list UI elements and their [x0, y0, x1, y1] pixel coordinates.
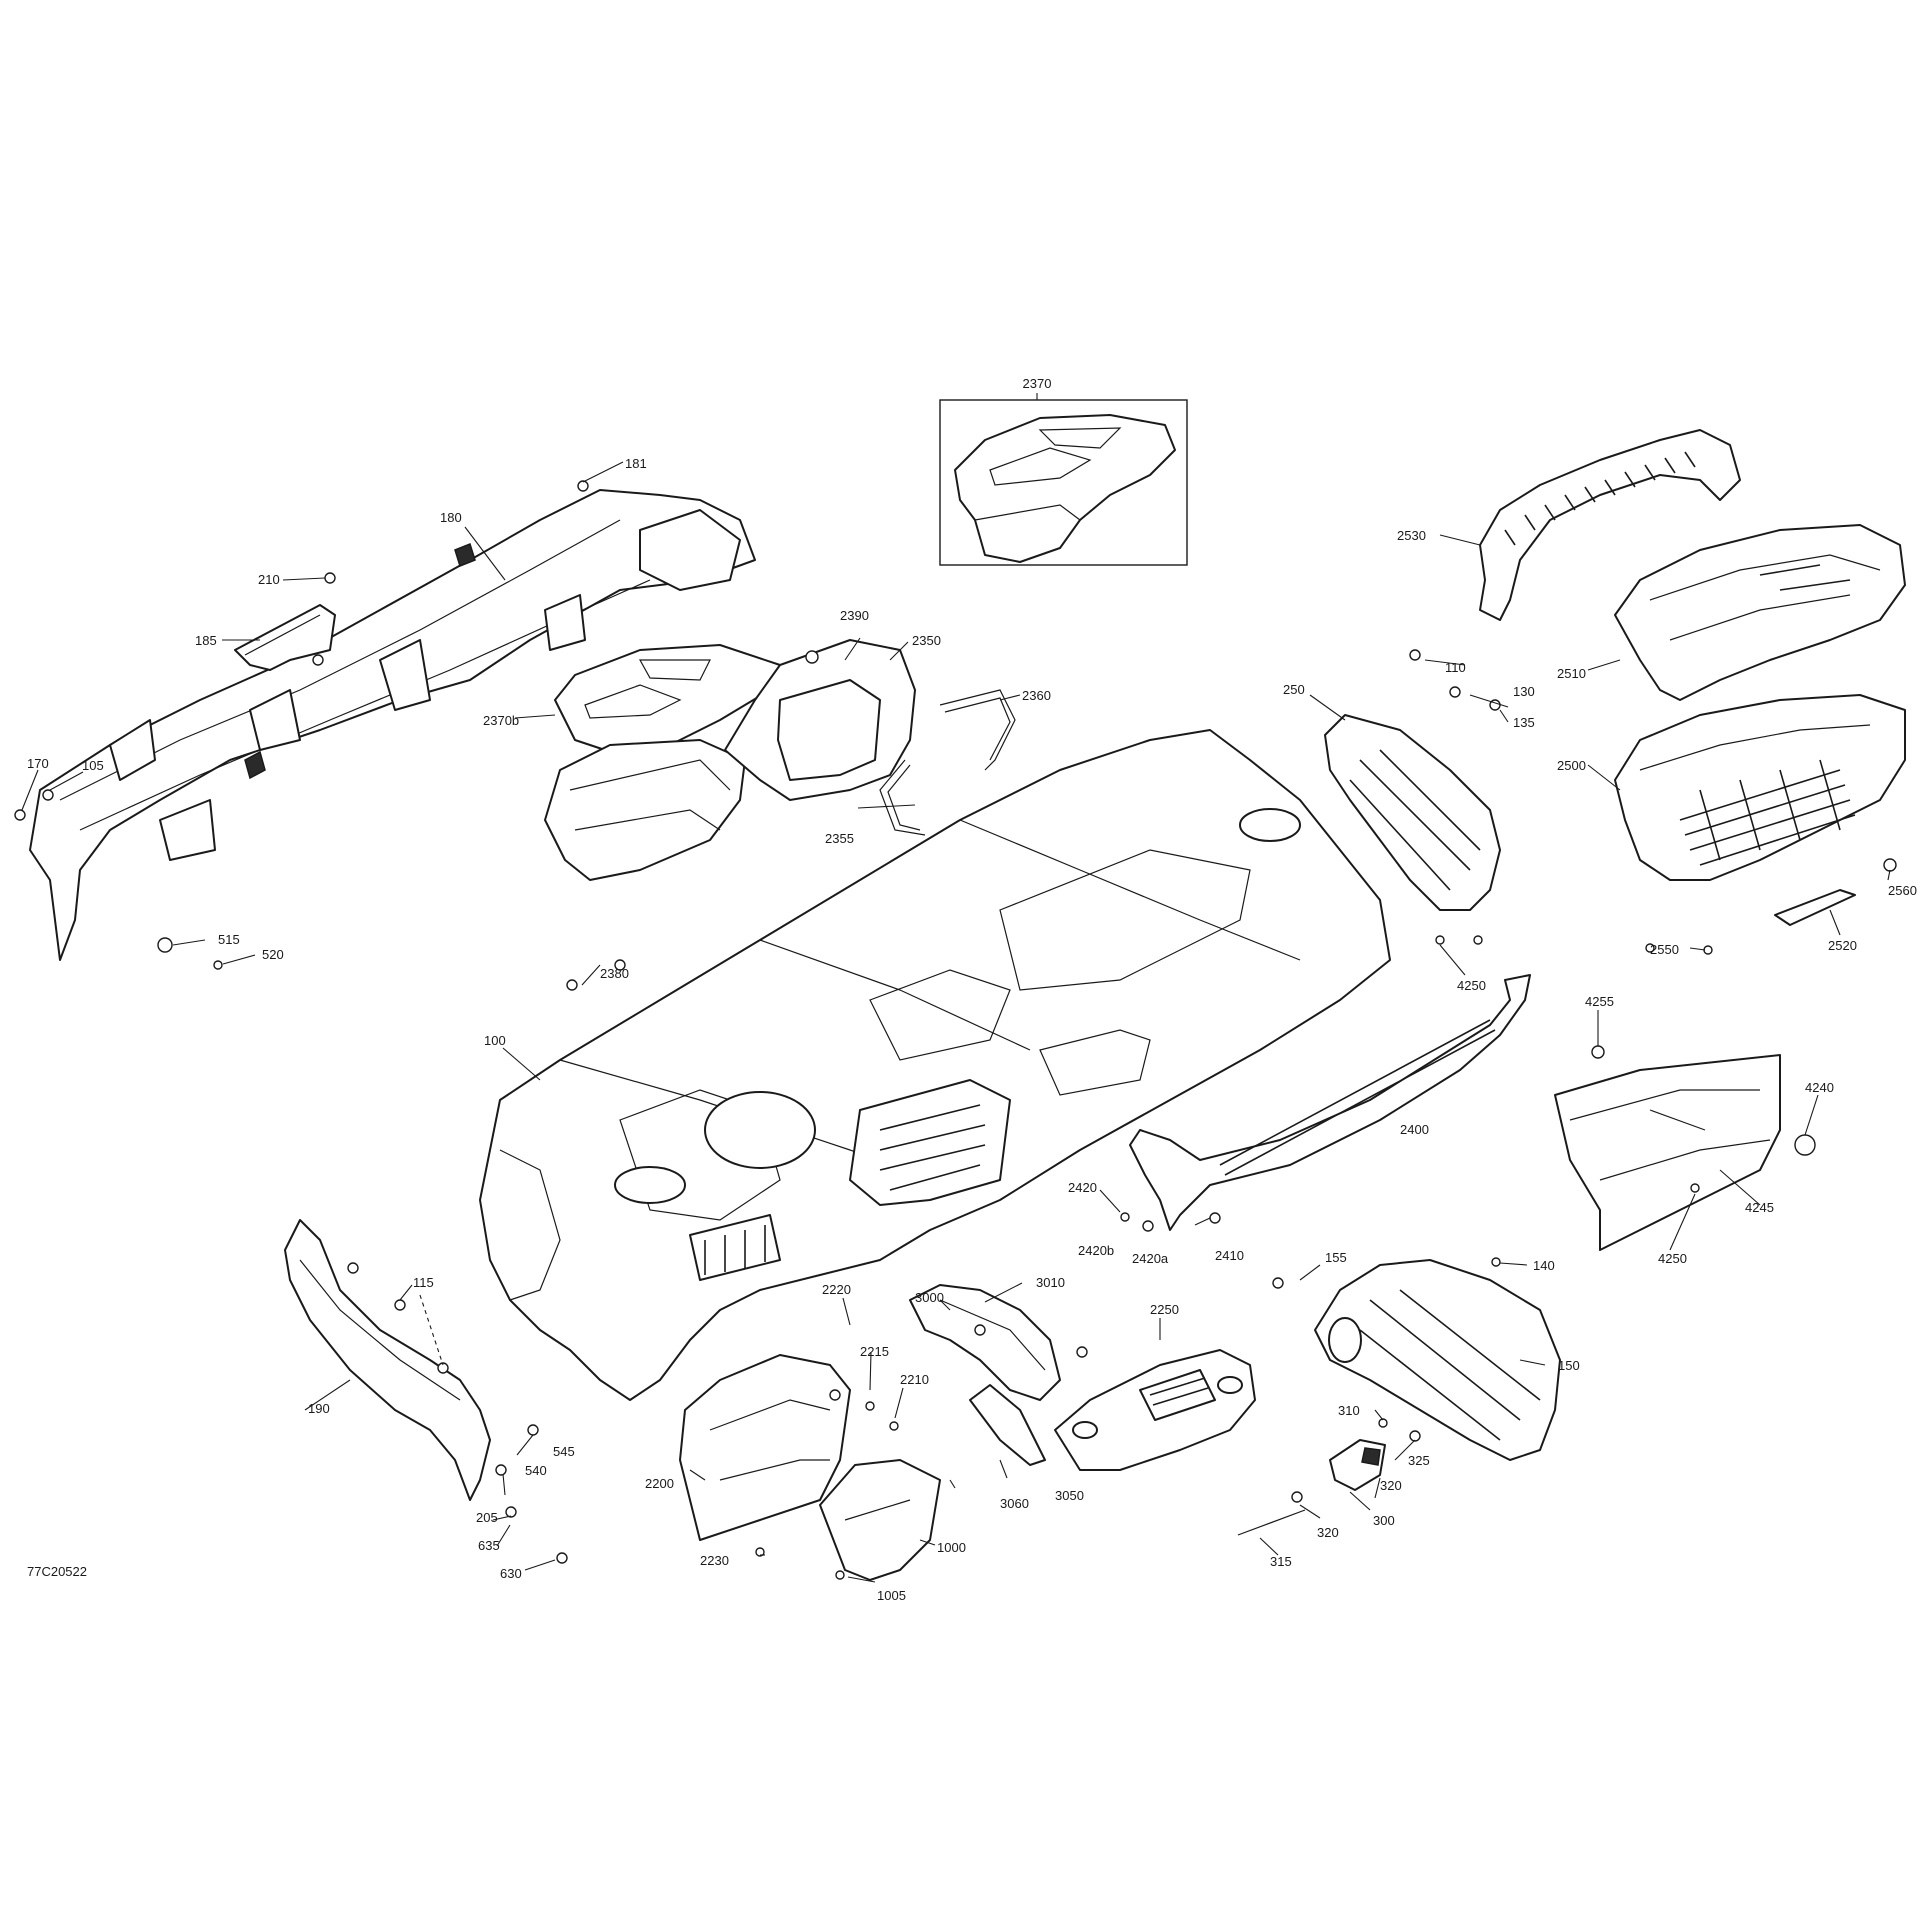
callout-4250-top: 4250	[1457, 978, 1486, 993]
part-2510-lid	[1614, 524, 1906, 701]
inset-2370	[939, 399, 1188, 566]
callout-2420: 2420	[1068, 1180, 1097, 1195]
callout-4240: 4240	[1805, 1080, 1834, 1095]
part-2350-bezel	[724, 639, 916, 801]
callout-205: 205	[476, 1510, 498, 1525]
fasteners	[14, 480, 1897, 1580]
part-150-side-panel	[1314, 1259, 1561, 1461]
callout-2220: 2220	[822, 1282, 851, 1297]
callout-190: 190	[308, 1401, 330, 1416]
part-2520-strip	[1774, 889, 1856, 926]
callout-4245: 4245	[1745, 1200, 1774, 1215]
callout-2370b: 2370b	[483, 713, 519, 728]
callout-540: 540	[525, 1463, 547, 1478]
callout-320-lower: 320	[1317, 1525, 1339, 1540]
callout-100: 100	[484, 1033, 506, 1048]
callout-150: 150	[1558, 1358, 1580, 1373]
callout-325: 325	[1408, 1453, 1430, 1468]
callout-4250-bottom: 4250	[1658, 1251, 1687, 1266]
callout-1005: 1005	[877, 1588, 906, 1603]
callout-300: 300	[1373, 1513, 1395, 1528]
part-2400-crossbar	[1129, 974, 1531, 1231]
callout-1000: 1000	[937, 1540, 966, 1555]
callout-2350: 2350	[912, 633, 941, 648]
callout-2200: 2200	[645, 1476, 674, 1491]
callout-2420a: 2420a	[1132, 1251, 1169, 1266]
callout-310: 310	[1338, 1403, 1360, 1418]
callout-2390: 2390	[840, 608, 869, 623]
leader-lines	[21, 393, 1891, 1583]
callout-2215: 2215	[860, 1344, 889, 1359]
part-180-frame-rail	[29, 489, 756, 961]
callout-2380: 2380	[600, 966, 629, 981]
callout-2500: 2500	[1557, 758, 1586, 773]
callout-2560: 2560	[1888, 883, 1917, 898]
callout-2370: 2370	[1023, 376, 1052, 391]
callout-2355: 2355	[825, 831, 854, 846]
callout-140: 140	[1533, 1258, 1555, 1273]
callout-210: 210	[258, 572, 280, 587]
callout-170: 170	[27, 756, 49, 771]
part-2530-grab-handle	[1479, 429, 1741, 621]
callout-2520: 2520	[1828, 938, 1857, 953]
callout-2420b: 2420b	[1078, 1243, 1114, 1258]
part-2250-switch-panel	[1054, 1349, 1256, 1471]
callout-155: 155	[1325, 1250, 1347, 1265]
callout-630: 630	[500, 1566, 522, 1581]
callout-115: 115	[413, 1275, 434, 1290]
part-190-side-panel	[284, 1219, 491, 1501]
part-2360-seal	[939, 689, 1016, 771]
figure-id: 77C20522	[27, 1564, 87, 1579]
callout-2210: 2210	[900, 1372, 929, 1387]
callout-2250: 2250	[1150, 1302, 1179, 1317]
part-300-clamp	[1329, 1439, 1386, 1491]
part-3050-bracket	[969, 1384, 1046, 1466]
bolt-315	[1237, 1509, 1306, 1536]
callout-labels: 2370 181 180 210 185 170 105 515 520 239…	[27, 376, 1917, 1603]
part-2355-seal	[879, 759, 926, 836]
part-2200-panel	[679, 1354, 851, 1541]
part-3000-bracket	[909, 1284, 1061, 1401]
callout-185: 185	[195, 633, 217, 648]
callout-3060: 3060	[1000, 1496, 1029, 1511]
callout-2550: 2550	[1650, 942, 1679, 957]
callout-250: 250	[1283, 682, 1305, 697]
callout-320-upper: 320	[1380, 1478, 1402, 1493]
part-4245-storage-box	[1554, 1054, 1781, 1251]
callout-4255: 4255	[1585, 994, 1614, 1009]
callout-110: 110	[1445, 660, 1466, 675]
callout-520: 520	[262, 947, 284, 962]
callout-515: 515	[218, 932, 240, 947]
callout-180: 180	[440, 510, 462, 525]
callout-2510: 2510	[1557, 666, 1586, 681]
callout-2410: 2410	[1215, 1248, 1244, 1263]
part-2380-tray	[544, 739, 746, 881]
callout-105: 105	[82, 758, 104, 773]
callout-135: 135	[1513, 715, 1535, 730]
part-250-side-panel	[1324, 714, 1501, 911]
callout-3010: 3010	[1036, 1275, 1065, 1290]
part-1000-panel	[819, 1459, 941, 1581]
callout-2530: 2530	[1397, 528, 1426, 543]
callout-635: 635	[478, 1538, 500, 1553]
callout-545: 545	[553, 1444, 575, 1459]
part-185-bracket	[234, 604, 336, 671]
callout-3000: 3000	[915, 1290, 944, 1305]
callout-2400: 2400	[1400, 1122, 1429, 1137]
part-100-dashboard	[479, 729, 1391, 1401]
callout-3050: 3050	[1055, 1488, 1084, 1503]
callout-181: 181	[625, 456, 647, 471]
part-2500-bin	[1614, 694, 1906, 881]
callout-130: 130	[1513, 684, 1535, 699]
callout-2360: 2360	[1022, 688, 1051, 703]
callout-2230: 2230	[700, 1553, 729, 1568]
callout-315: 315	[1270, 1554, 1292, 1569]
